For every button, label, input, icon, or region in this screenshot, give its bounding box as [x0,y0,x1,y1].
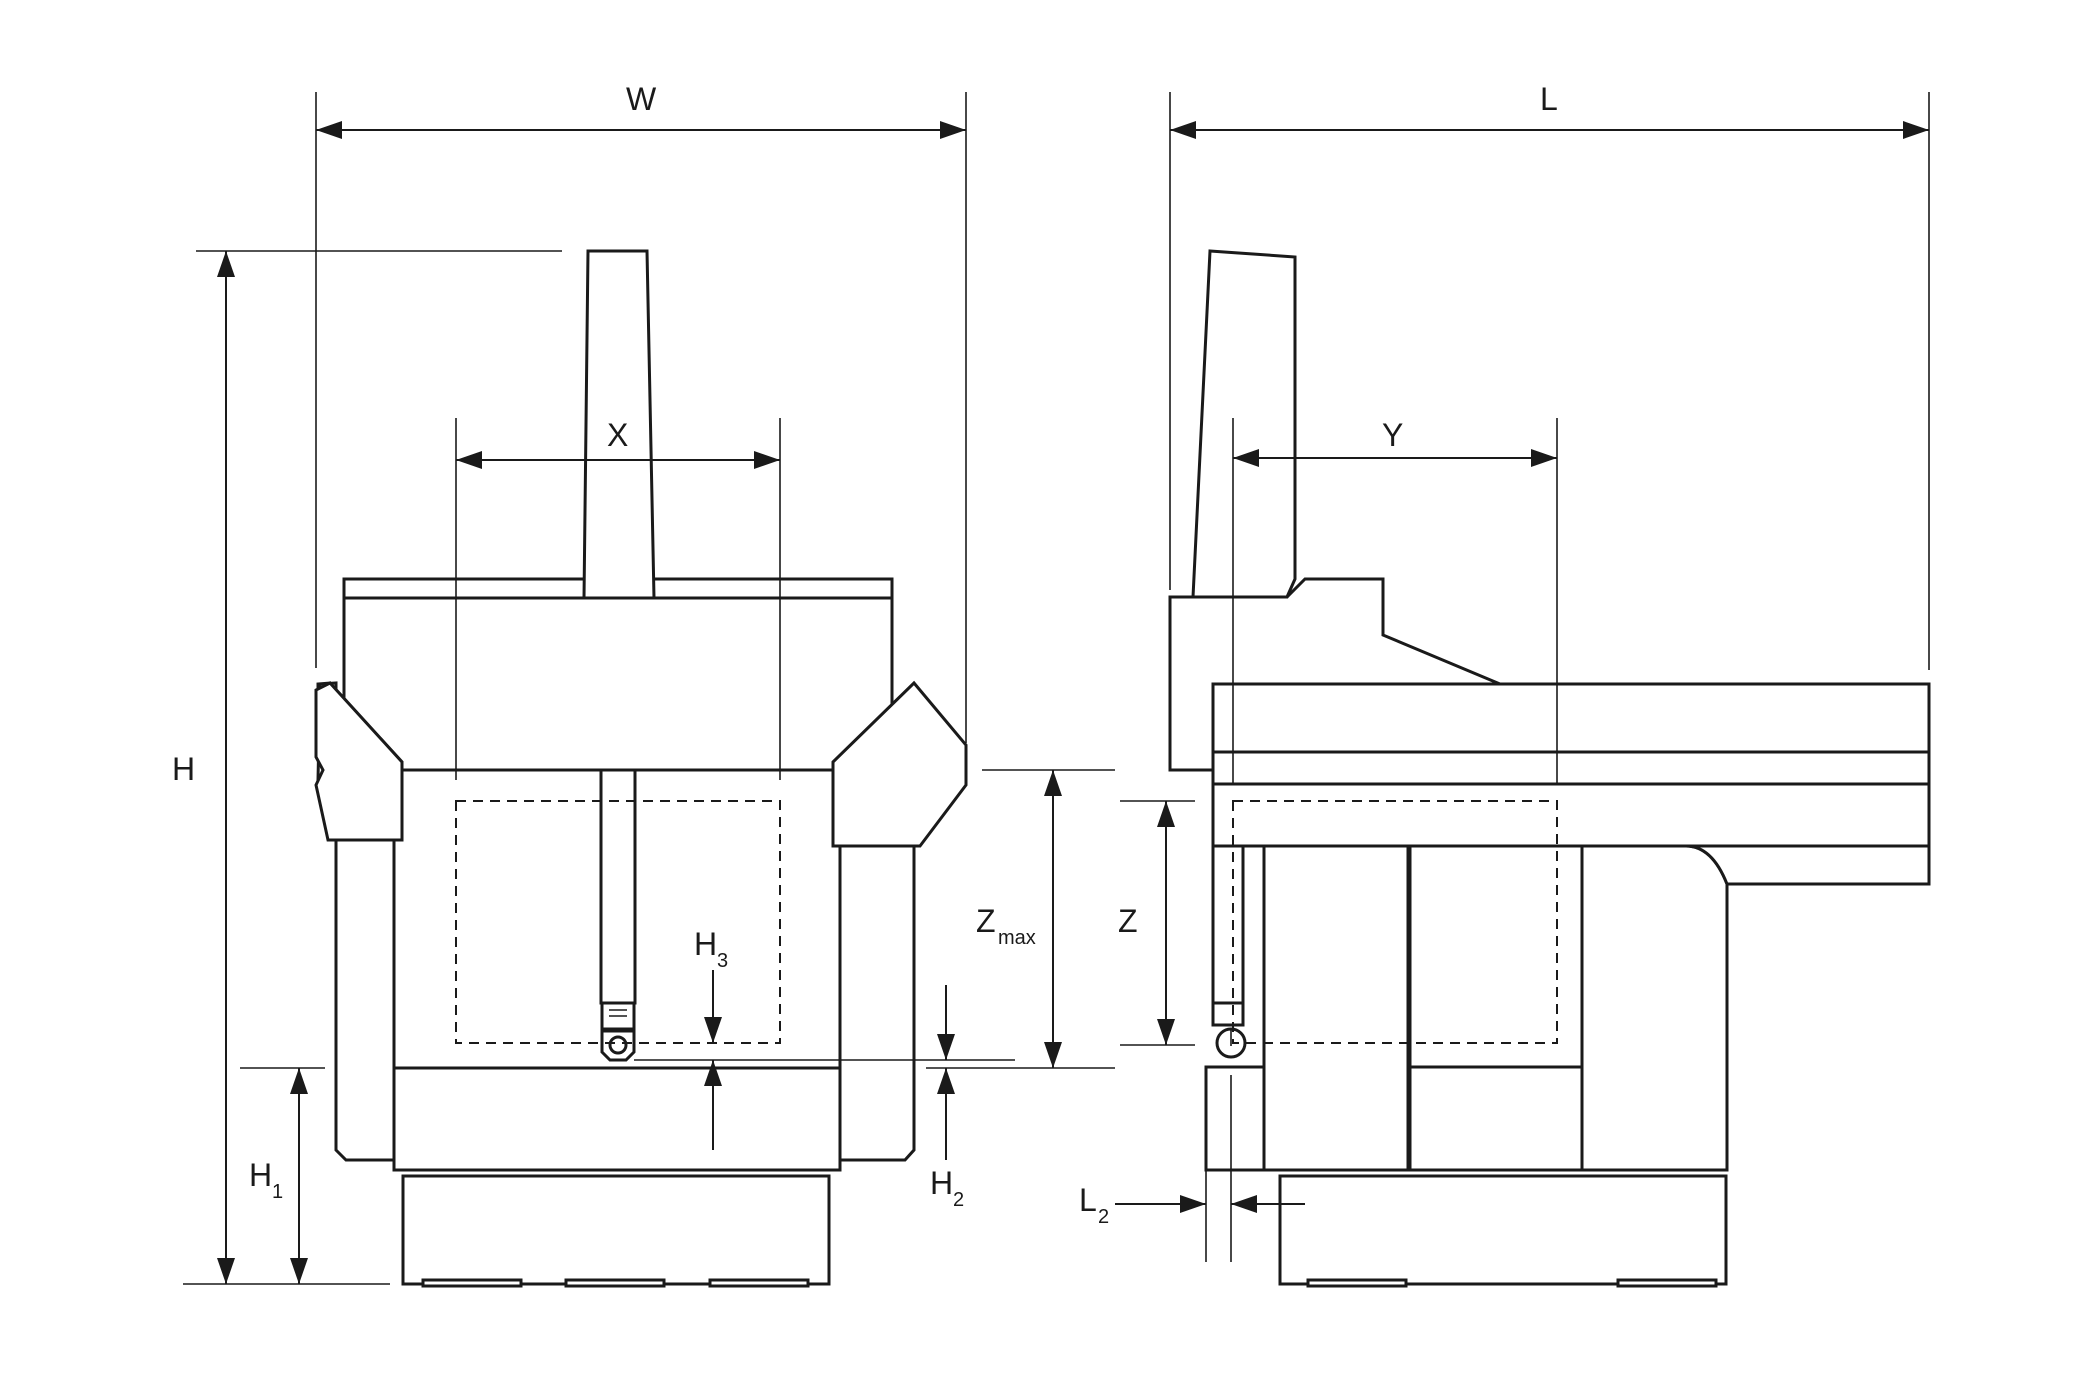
side-measuring-volume [1232,800,1558,1044]
label-h1-sub: 1 [272,1181,283,1203]
front-right-leg [838,838,916,1162]
h3-arrow-down [704,1017,722,1043]
x-arrow-left [456,451,482,469]
front-probe-tip [600,1029,636,1062]
side-gantry-foot [1580,844,1729,1172]
label-h3-sub: 3 [717,950,728,972]
side-base-plinth [1278,1174,1728,1286]
z-arrow-bottom [1157,1019,1175,1045]
side-carriage [1168,577,1501,772]
h2-arrow-up [937,1068,955,1094]
side-column [1191,249,1297,599]
dimension-labels: W L X Y H Z Z max H 1 H 2 H 3 L 2 [172,81,1558,1228]
label-z: Z [1118,903,1138,939]
front-base-plinth [401,1174,831,1286]
side-base-foot-left [1306,1278,1408,1288]
label-h1: H [249,1157,272,1193]
side-table-body [1262,844,1410,1172]
front-measuring-table [392,1066,842,1172]
label-h3: H [694,926,717,962]
dimension-lines [183,92,1930,1285]
z-arrow-top [1157,801,1175,827]
zmax-arrow-bottom [1044,1042,1062,1068]
label-zmax-sub: max [998,927,1036,949]
front-base-foot-middle [564,1278,666,1288]
label-x: X [607,417,628,453]
label-y: Y [1382,417,1403,453]
front-probe-ball [608,1035,628,1055]
label-zmax: Z [976,903,996,939]
l2-arrow-left [1231,1195,1257,1213]
front-ram [599,768,637,1005]
h1-arrow-top [290,1068,308,1094]
side-bridge-beam [1211,682,1931,848]
label-h: H [172,751,195,787]
h-arrow-bottom [217,1258,235,1284]
front-right-carriage-body [831,680,968,848]
y-arrow-left [1233,449,1259,467]
y-arrow-right [1531,449,1557,467]
label-h2: H [930,1165,953,1201]
front-crossbeam [342,577,894,772]
h1-arrow-bottom [290,1258,308,1284]
label-w: W [626,81,657,117]
side-view [1168,249,1931,1288]
front-base-foot-left [421,1278,523,1288]
side-table-center [1408,844,1584,1172]
label-h2-sub: 2 [953,1189,964,1211]
l-arrow-right [1903,121,1929,139]
w-arrow-left [316,121,342,139]
side-probe-head [1211,1001,1245,1027]
h2-arrow-down [937,1034,955,1060]
l-arrow-left [1170,121,1196,139]
front-left-leg [334,838,396,1162]
side-base-foot-right [1616,1278,1718,1288]
front-left-carriage-body [314,681,404,842]
x-arrow-right [754,451,780,469]
label-l2-sub: 2 [1098,1206,1109,1228]
front-measuring-volume [455,800,781,1044]
front-base-foot-right [708,1278,810,1288]
w-arrow-right [940,121,966,139]
side-bridge-extension [1685,844,1931,886]
label-l: L [1540,81,1558,117]
l2-arrow-right [1180,1195,1206,1213]
front-view [314,249,968,1288]
front-column [582,249,656,600]
side-step-block [1204,1065,1266,1172]
side-ram [1211,844,1245,1005]
label-l2: L [1079,1182,1097,1218]
h-arrow-top [217,251,235,277]
h3-arrow-up [704,1060,722,1086]
zmax-arrow-top [1044,770,1062,796]
